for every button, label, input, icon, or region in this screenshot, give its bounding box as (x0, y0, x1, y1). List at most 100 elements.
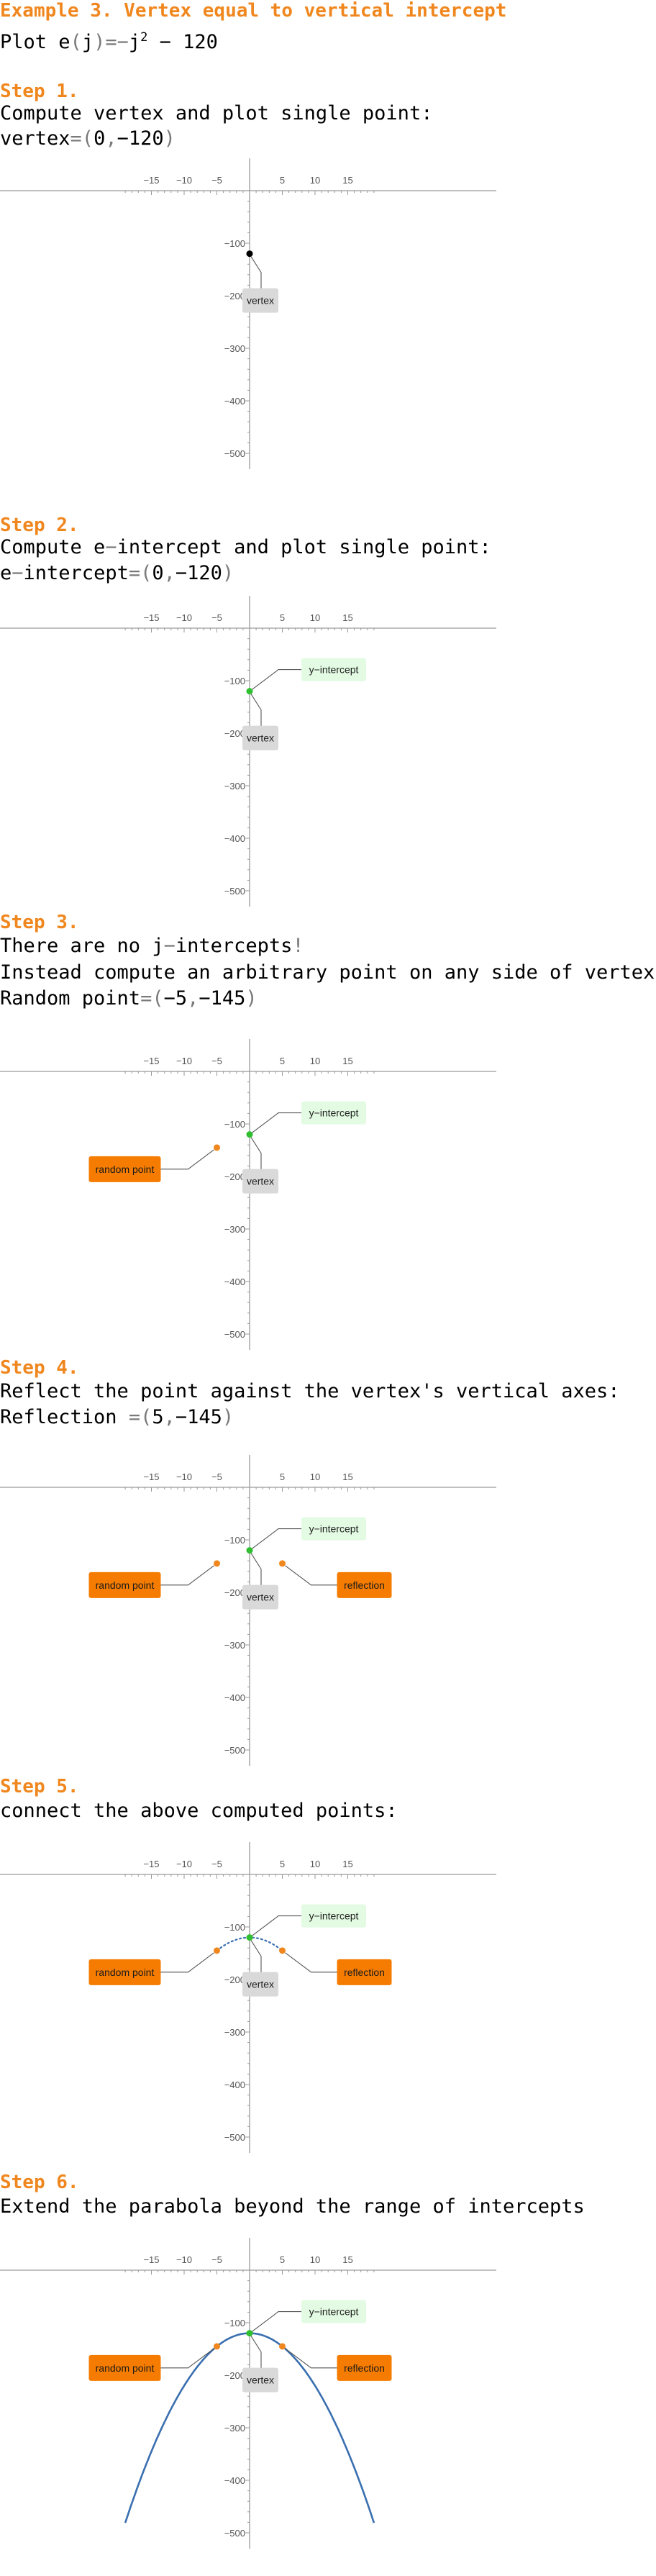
text-segment: connect the above computed points: (0, 1800, 398, 1822)
x-tick-label: 15 (342, 612, 352, 623)
text-segment: −120 (175, 562, 222, 584)
text-segment: ) (163, 127, 176, 150)
x-tick-label: −15 (143, 1056, 159, 1066)
var-name-2: j (128, 31, 141, 53)
plot-instruction: Plot e(j)=−j2 − 120 (0, 24, 218, 55)
random-point-leader-line (160, 1565, 214, 1586)
lparen: ( (70, 31, 82, 53)
random-point (214, 1560, 220, 1567)
x-tick-label: −10 (176, 1859, 192, 1869)
reflection-callout: reflection (285, 1565, 392, 1598)
equals: = (105, 31, 117, 53)
random-point (214, 2343, 220, 2350)
text-segment: Instead compute an arbitrary point on an… (0, 961, 656, 984)
y-tick-label: −500 (224, 2132, 245, 2143)
x-tick-label: −15 (143, 175, 159, 186)
y-tick-label: −500 (224, 886, 245, 897)
y-tick-label: −100 (224, 2318, 245, 2328)
x-tick-label: −10 (176, 1471, 192, 1482)
text-segment: Random point (0, 987, 141, 1010)
y-tick-label: −500 (224, 448, 245, 459)
reflection-point (279, 1947, 286, 1954)
y-tick-label: −100 (224, 238, 245, 249)
text-segment: =( (70, 127, 94, 150)
x-tick-label: −5 (211, 175, 222, 186)
x-tick-label: −5 (211, 1471, 222, 1482)
plot-prefix: Plot (0, 31, 59, 53)
y-tick-label: −200 (224, 291, 245, 301)
text-segment: −120 (117, 127, 164, 150)
text-segment: −145 (199, 987, 246, 1010)
y-intercept-label: y−intercept (309, 1107, 359, 1119)
text-segment: −5 (163, 987, 188, 1010)
x-tick-label: 15 (342, 2254, 352, 2265)
y-tick-label: −300 (224, 2027, 245, 2038)
reflection-label-box (337, 2354, 392, 2381)
vertex-label-box (242, 2367, 278, 2393)
reflection-leader-line (285, 1565, 337, 1586)
text-segment: =( (128, 562, 152, 584)
random-point-leader-line (160, 1149, 214, 1170)
text-segment: ) (222, 562, 234, 584)
page-title: Example 3. Vertex equal to vertical inte… (0, 0, 507, 22)
vertex-callout: vertex (242, 1137, 278, 1194)
y-tick-label: −200 (224, 2370, 245, 2381)
rparen: ) (94, 31, 106, 53)
x-tick-label: −5 (211, 1056, 222, 1066)
y-tick-label: −200 (224, 728, 245, 739)
reflection-leader-line (285, 2348, 337, 2369)
step-heading: Step 3. (0, 912, 79, 933)
random-point-label-box (88, 2354, 161, 2381)
step-text-line: Instead compute an arbitrary point on an… (0, 960, 656, 986)
text-segment: Compute vertex and plot single point: (0, 102, 433, 124)
vertex-label: vertex (247, 733, 274, 744)
y-tick-label: −300 (224, 2423, 245, 2434)
y-tick-label: −300 (224, 781, 245, 792)
y-intercept-label: y−intercept (309, 2306, 359, 2318)
func-name: e (58, 31, 70, 53)
y-intercept-callout: y−intercept (251, 658, 366, 691)
y-tick-label: −300 (224, 343, 245, 354)
y-tick-label: −400 (224, 1276, 245, 1287)
x-tick-label: −5 (211, 2254, 222, 2265)
vertex-label: vertex (247, 1176, 274, 1187)
x-tick-label: 15 (342, 1056, 352, 1066)
y-intercept-leader-line (251, 1112, 301, 1134)
reflection-callout: reflection (285, 1952, 392, 1985)
step-text-line: Reflection =(5,−145) (0, 1405, 234, 1430)
vertex-label-box (242, 725, 278, 750)
step-heading: Step 5. (0, 1776, 79, 1797)
step-text-line: Compute e−intercept and plot single poin… (0, 535, 491, 561)
x-tick-label: 15 (342, 1859, 352, 1869)
vertex-label-box (242, 288, 278, 313)
y-tick-label: −400 (224, 1692, 245, 1703)
step-text-line: There are no j−intercepts! (0, 933, 304, 959)
x-tick-label: −10 (176, 1056, 192, 1066)
step-text-line: Compute vertex and plot single point: (0, 101, 432, 127)
x-tick-label: −10 (176, 612, 192, 623)
vertex-label: vertex (247, 1592, 274, 1603)
x-tick-label: −10 (176, 2254, 192, 2265)
step-text-line: Reflect the point against the vertex's v… (0, 1379, 620, 1405)
text-segment: − (105, 536, 117, 558)
x-tick-label: −15 (143, 612, 159, 623)
x-tick-label: 10 (310, 1056, 320, 1066)
y-tick-label: −500 (224, 1329, 245, 1340)
x-tick-label: 10 (310, 1471, 320, 1482)
y-intercept-label: y−intercept (309, 664, 359, 676)
text-segment: − (163, 935, 176, 957)
exponent: 2 (140, 30, 148, 45)
x-tick-label: 15 (342, 175, 352, 186)
y-intercept-label-box (301, 1101, 366, 1125)
y-tick-label: −300 (224, 1640, 245, 1651)
y-tick-label: −100 (224, 676, 245, 686)
y-intercept-callout: y−intercept (251, 2300, 366, 2333)
random-point-callout: random point (88, 1952, 214, 1985)
text-segment: Extend the parabola beyond the range of … (0, 2195, 585, 2218)
y-tick-label: −400 (224, 396, 245, 407)
text-segment: vertex (0, 127, 70, 150)
y-intercept-point (246, 1131, 253, 1138)
vertex-leader-line (250, 256, 262, 290)
